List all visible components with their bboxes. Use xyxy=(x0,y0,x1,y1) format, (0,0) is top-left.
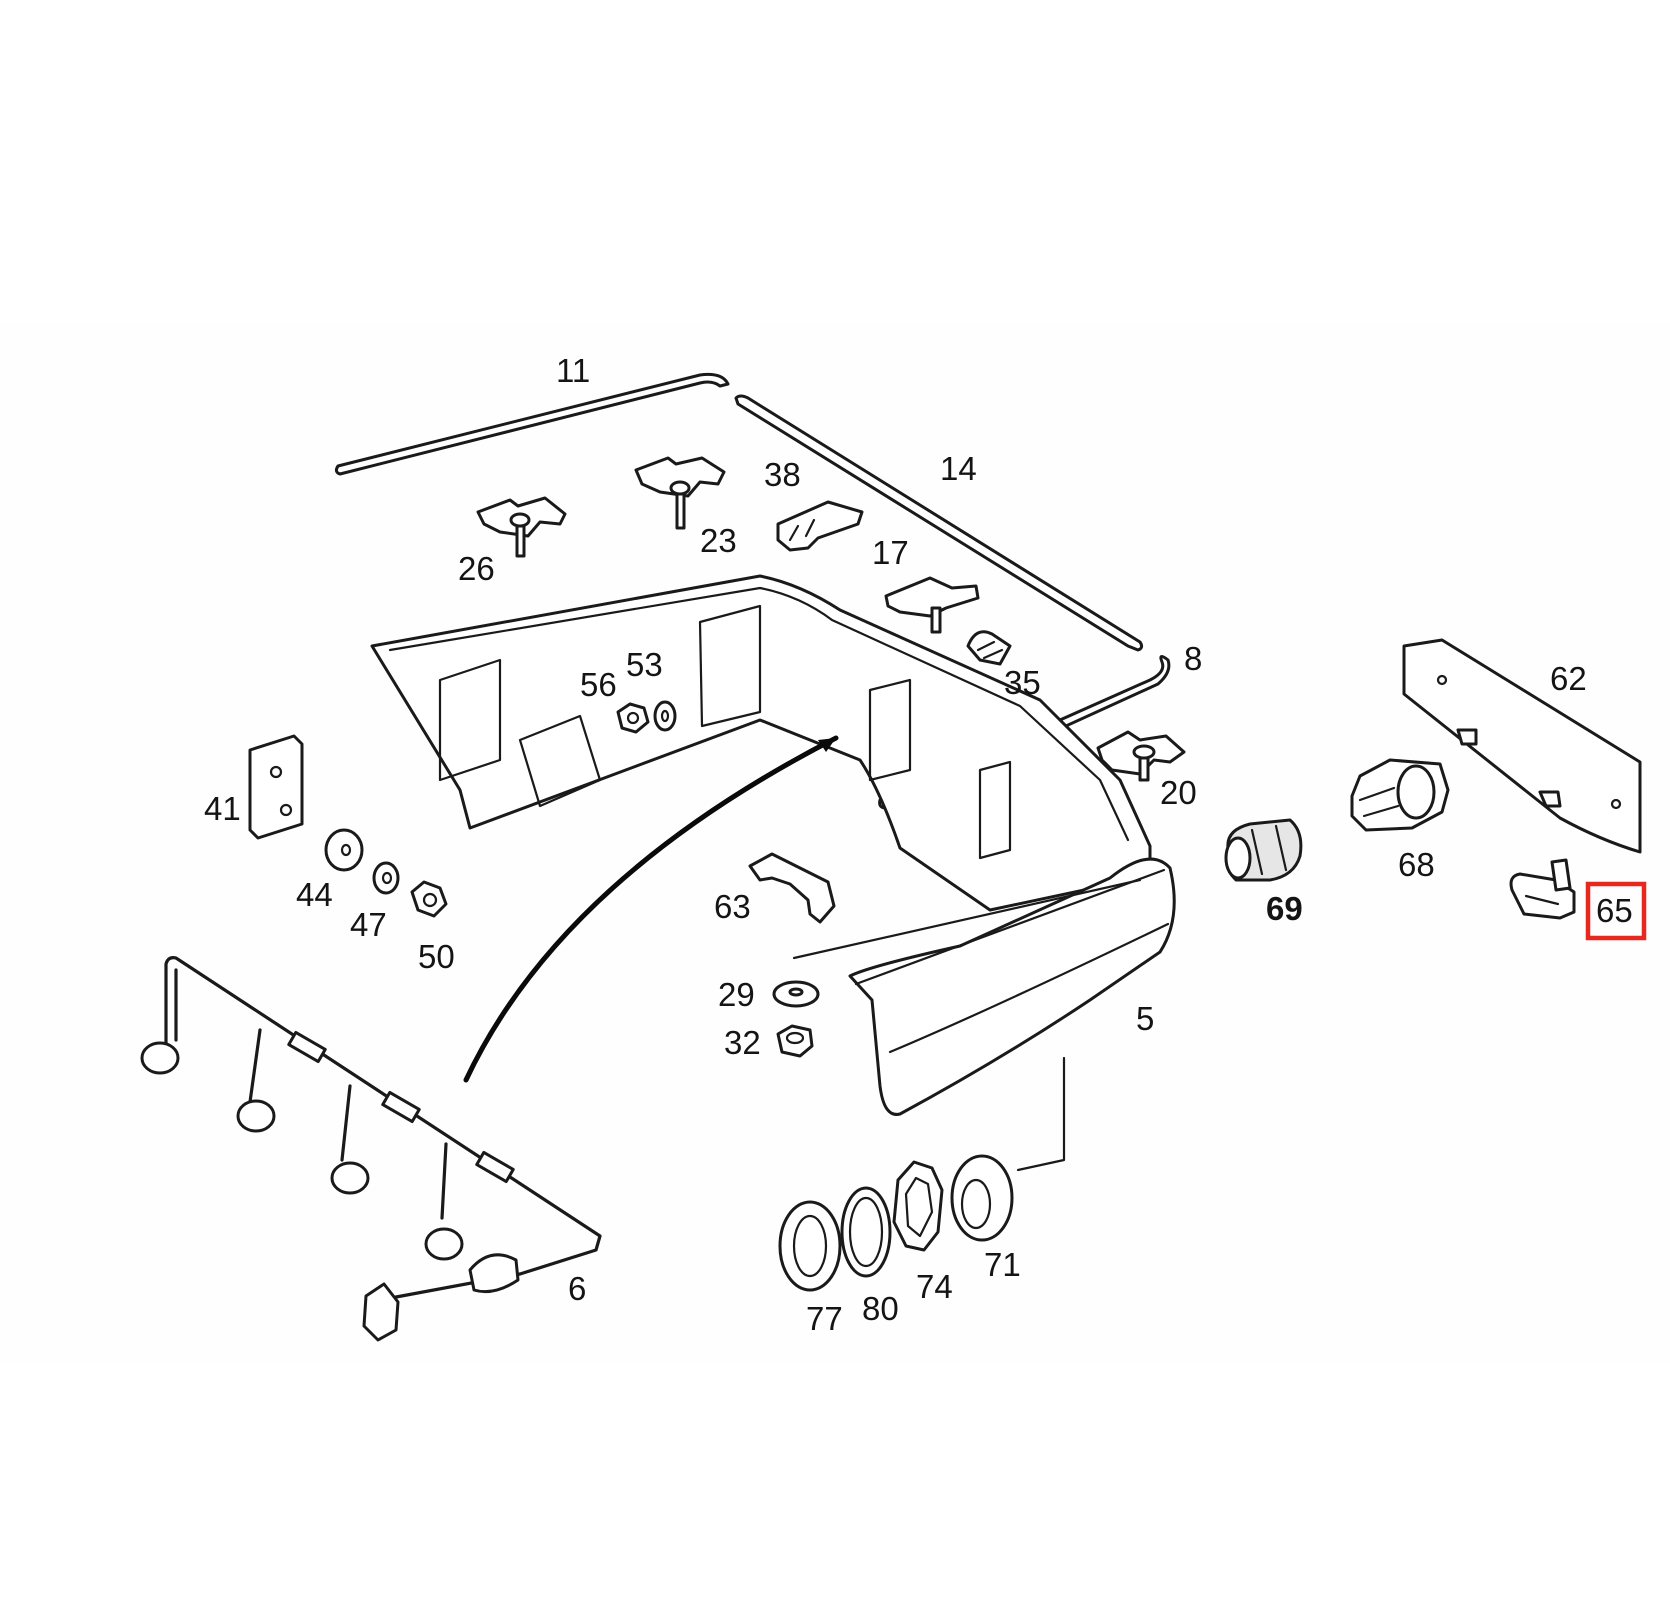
part-17-clip xyxy=(884,576,980,634)
part-50-nut xyxy=(410,880,448,918)
part-label-74: 74 xyxy=(916,1268,953,1305)
part-label-77: 77 xyxy=(806,1300,843,1337)
part-label-11: 11 xyxy=(556,352,590,389)
part-label-44: 44 xyxy=(296,876,333,913)
part-label-5: 5 xyxy=(1136,1000,1154,1037)
part-29-washer xyxy=(772,980,820,1008)
part-label-35: 35 xyxy=(1004,664,1041,701)
part-26-clip xyxy=(476,496,567,558)
part-label-20: 20 xyxy=(1160,774,1197,811)
part-68-sensor-housing xyxy=(1350,758,1450,832)
part-label-63: 63 xyxy=(714,888,751,925)
part-label-56: 56 xyxy=(580,666,617,703)
part-38-clip xyxy=(776,500,864,552)
part-label-65: 65 xyxy=(1596,892,1633,929)
part-41-block xyxy=(248,734,304,840)
part-35-clip xyxy=(966,630,1012,666)
part-label-8: 8 xyxy=(1184,640,1202,677)
part-5-bumper-cover xyxy=(848,857,1176,1116)
part-32-nut xyxy=(776,1024,814,1058)
part-label-53: 53 xyxy=(626,646,663,683)
part-label-23: 23 xyxy=(700,522,737,559)
part-29-leader-line xyxy=(792,878,1142,960)
part-label-80: 80 xyxy=(862,1290,899,1327)
part-labels: 11 14 38 23 26 17 35 8 62 56 53 20 41 68… xyxy=(204,352,1633,1337)
part-label-32: 32 xyxy=(724,1024,761,1061)
part-label-14: 14 xyxy=(940,450,977,487)
part-label-17: 17 xyxy=(872,534,909,571)
part-14-trim-strip xyxy=(734,394,1144,652)
highlight-box-part-65 xyxy=(1585,881,1647,941)
part-label-50: 50 xyxy=(418,938,455,975)
part-44-washer xyxy=(324,828,364,872)
part-65-holder xyxy=(1509,858,1576,920)
diagram-background xyxy=(0,322,1670,1362)
part-label-47: 47 xyxy=(350,906,387,943)
part-80-ring xyxy=(840,1186,892,1278)
assembly-arrow xyxy=(463,735,839,1083)
part-label-62: 62 xyxy=(1550,660,1587,697)
part-label-6: 6 xyxy=(568,1270,586,1307)
part-label-38: 38 xyxy=(764,456,801,493)
part-47-washer xyxy=(372,861,400,895)
part-bumper-carrier xyxy=(370,574,1152,912)
part-56-nut xyxy=(616,702,650,734)
part-label-41: 41 xyxy=(204,790,241,827)
part-74-seal xyxy=(892,1160,944,1252)
part-11-trim-strip xyxy=(334,372,730,476)
part-6-wiring-harness xyxy=(140,956,602,1342)
part-77-ring xyxy=(778,1200,842,1292)
part-23-clip xyxy=(634,456,726,530)
part-69-sensor xyxy=(1224,818,1303,882)
part-20-clip xyxy=(1096,730,1186,782)
part-label-29: 29 xyxy=(718,976,755,1013)
part-label-71: 71 xyxy=(984,1246,1021,1283)
rings-leader-line xyxy=(1016,1056,1066,1172)
part-label-68: 68 xyxy=(1398,846,1435,883)
part-62-plate xyxy=(1402,638,1642,854)
part-label-26: 26 xyxy=(458,550,495,587)
part-label-69: 69 xyxy=(1266,890,1303,927)
part-71-grommet xyxy=(950,1154,1014,1242)
part-53-washer xyxy=(653,700,677,732)
part-63-bracket xyxy=(748,852,836,924)
